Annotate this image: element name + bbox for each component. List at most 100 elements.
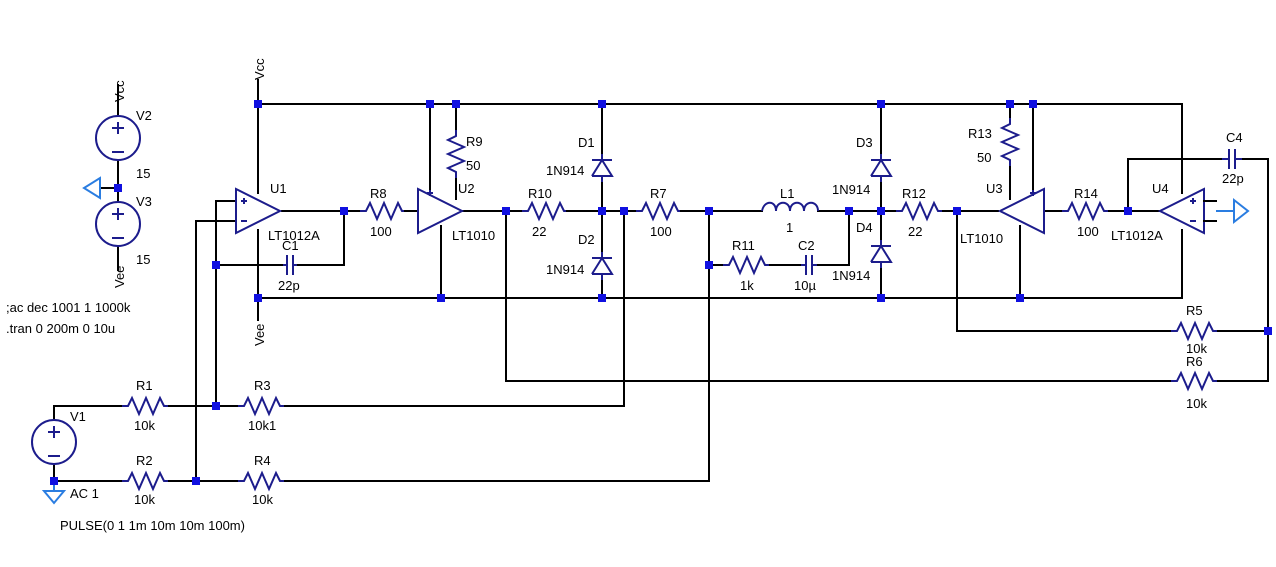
diode-d2 — [591, 252, 614, 280]
resistor-r10 — [522, 200, 566, 222]
diode-d4 — [870, 240, 893, 268]
voltage-source-v1 — [31, 419, 77, 465]
resistor-r14 — [1062, 200, 1108, 222]
vee-net-label: Vee — [252, 324, 267, 346]
r6-ref: R6 — [1186, 354, 1203, 369]
opamp-u1 — [235, 187, 283, 235]
r14-ref: R14 — [1074, 186, 1098, 201]
r3-ref: R3 — [254, 378, 271, 393]
r10-value: 22 — [532, 224, 546, 239]
u2-ref: U2 — [458, 181, 475, 196]
resistor-r9 — [445, 130, 467, 178]
resistor-r7 — [636, 200, 680, 222]
opamp-u3 — [997, 187, 1045, 235]
c1-ref: C1 — [282, 238, 299, 253]
u2-part: LT1010 — [452, 228, 495, 243]
capacitor-c1 — [283, 255, 297, 275]
resistor-r2 — [122, 470, 168, 492]
v2-value: 15 — [136, 166, 150, 181]
r11-ref: R11 — [732, 238, 755, 253]
resistor-r4 — [238, 470, 284, 492]
r13-value: 50 — [977, 150, 991, 165]
u1-ref: U1 — [270, 181, 287, 196]
d4-ref: D4 — [856, 220, 873, 235]
r9-value: 50 — [466, 158, 480, 173]
resistor-r13 — [999, 118, 1021, 166]
r8-value: 100 — [370, 224, 392, 239]
u4-part: LT1012A — [1111, 228, 1163, 243]
v3-value: 15 — [136, 252, 150, 267]
r4-value: 10k — [252, 492, 273, 507]
resistor-r11 — [723, 254, 769, 276]
c2-ref: C2 — [798, 238, 815, 253]
v3-ref: V3 — [136, 194, 152, 209]
u3-part: LT1010 — [960, 231, 1003, 246]
u3-ref: U3 — [986, 181, 1003, 196]
r3-value: 10k1 — [248, 418, 276, 433]
resistor-r8 — [360, 200, 404, 222]
resistor-r1 — [122, 395, 168, 417]
r6-value: 10k — [1186, 396, 1207, 411]
diode-d3 — [870, 154, 893, 182]
r11-value: 1k — [740, 278, 754, 293]
r1-ref: R1 — [136, 378, 153, 393]
voltage-source-v3 — [95, 201, 141, 247]
r12-ref: R12 — [902, 186, 926, 201]
resistor-r5 — [1171, 320, 1217, 342]
v2-ref: V2 — [136, 108, 152, 123]
vcc-net-label: Vcc — [252, 58, 267, 80]
r8-ref: R8 — [370, 186, 387, 201]
r1-value: 10k — [134, 418, 155, 433]
ground-symbol-u4 — [1216, 197, 1250, 225]
resistor-r12 — [896, 200, 942, 222]
r13-ref: R13 — [968, 126, 992, 141]
l1-value: 1 — [786, 220, 793, 235]
d2-part: 1N914 — [546, 262, 584, 277]
c4-ref: C4 — [1226, 130, 1243, 145]
d2-ref: D2 — [578, 232, 595, 247]
r14-value: 100 — [1077, 224, 1099, 239]
c4-value: 22p — [1222, 171, 1244, 186]
r7-value: 100 — [650, 224, 672, 239]
c2-value: 10µ — [794, 278, 816, 293]
capacitor-c2 — [801, 255, 817, 275]
tran-directive: .tran 0 200m 0 10u — [6, 321, 115, 336]
r5-ref: R5 — [1186, 303, 1203, 318]
ac-directive: ;ac dec 1001 1 1000k — [6, 300, 131, 315]
opamp-u2 — [417, 187, 465, 235]
l1-ref: L1 — [780, 186, 794, 201]
r9-ref: R9 — [466, 134, 483, 149]
wires — [53, 79, 1269, 482]
pulse-spec: PULSE(0 1 1m 10m 10m 100m) — [60, 518, 245, 533]
d3-ref: D3 — [856, 135, 873, 150]
u4-ref: U4 — [1152, 181, 1169, 196]
d4-part: 1N914 — [832, 268, 870, 283]
c1-value: 22p — [278, 278, 300, 293]
resistor-r6 — [1171, 370, 1217, 392]
r5-value: 10k — [1186, 341, 1207, 356]
v3-vee-net-label: Vee — [112, 266, 127, 288]
v1-ref: V1 — [70, 409, 86, 424]
capacitor-c4 — [1222, 149, 1242, 169]
r4-ref: R4 — [254, 453, 271, 468]
junction-dots — [50, 100, 1272, 485]
d3-part: 1N914 — [832, 182, 870, 197]
r12-value: 22 — [908, 224, 922, 239]
voltage-source-v2 — [95, 115, 141, 161]
r2-value: 10k — [134, 492, 155, 507]
diode-d1 — [591, 154, 614, 182]
ac-label: AC 1 — [70, 486, 99, 501]
u1-part: LT1012A — [268, 228, 320, 243]
r10-ref: R10 — [528, 186, 552, 201]
r7-ref: R7 — [650, 186, 667, 201]
d1-ref: D1 — [578, 135, 595, 150]
r2-ref: R2 — [136, 453, 153, 468]
ground-symbol-v3 — [82, 176, 101, 200]
opamp-u4 — [1157, 187, 1217, 235]
d1-part: 1N914 — [546, 163, 584, 178]
resistor-r3 — [238, 395, 284, 417]
inductor-l1 — [761, 201, 819, 212]
v2-vcc-net-label: Vcc — [112, 80, 127, 102]
